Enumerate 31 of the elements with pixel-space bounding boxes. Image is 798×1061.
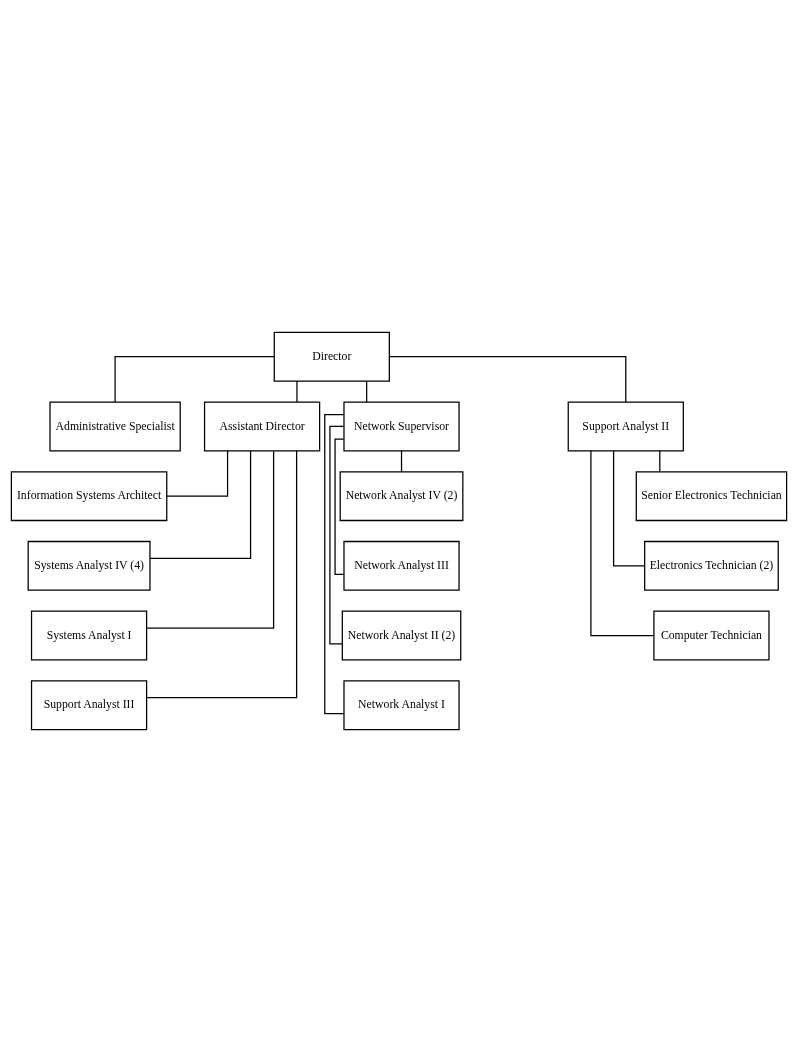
node-box: Director — [273, 331, 390, 382]
node-box: Network Analyst IV (2) — [339, 470, 464, 521]
connector — [145, 449, 298, 698]
node-box: Systems Analyst IV (4) — [27, 540, 151, 591]
connector — [329, 425, 345, 645]
node-box: Computer Technician — [653, 610, 770, 661]
node-box: Senior Electronics Technician — [635, 470, 788, 521]
node-box: Electronics Technician (2) — [644, 540, 779, 591]
connector — [146, 450, 275, 629]
connector — [149, 449, 252, 559]
node-box: Assistant Director — [203, 400, 321, 451]
node-box: Support Analyst III — [30, 679, 148, 730]
connector — [366, 379, 368, 403]
node-box: Network Analyst II (2) — [341, 610, 462, 661]
connector — [659, 449, 661, 472]
connector — [388, 355, 627, 403]
connector — [324, 413, 345, 714]
connector — [114, 355, 275, 403]
node-box: Network Analyst I — [343, 679, 460, 730]
connector — [334, 437, 345, 575]
connector — [166, 449, 229, 497]
node-box: Network Supervisor — [343, 400, 460, 451]
connector — [590, 449, 655, 636]
node-box: Network Analyst III — [343, 540, 460, 591]
node-box: Support Analyst II — [567, 400, 684, 451]
connector — [612, 449, 646, 566]
connector — [400, 449, 403, 472]
node-box: Systems Analyst I — [30, 610, 148, 661]
node-box: Administrative Specialist — [49, 400, 181, 451]
node-box: Information Systems Architect — [10, 470, 168, 521]
connector — [296, 379, 298, 403]
